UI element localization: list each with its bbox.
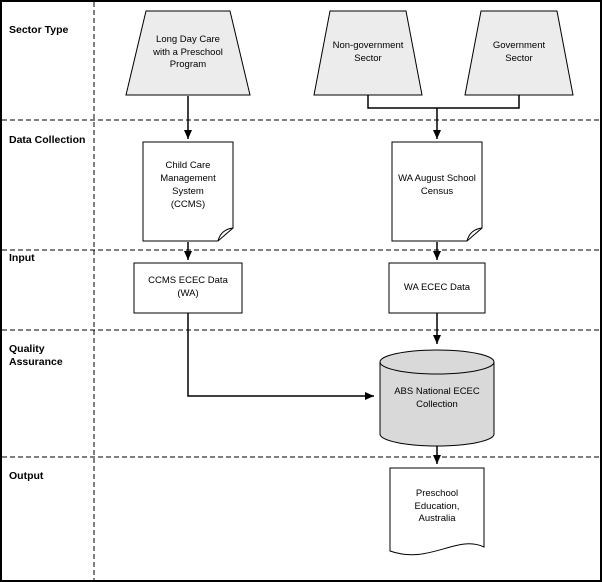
connector-sectors-bracket: [367, 95, 520, 109]
trapezoid-long-day-care: [125, 10, 251, 96]
row-label-data-collection: Data Collection: [9, 134, 86, 146]
document-ccms: [142, 141, 234, 242]
rectangle-wa-ecec-data: [388, 262, 486, 314]
document-ccms-corner-curl: [217, 227, 234, 242]
row-label-sector-type: Sector Type: [9, 24, 69, 36]
trapezoid-non-government-sector: [313, 10, 423, 96]
cylinder-abs-collection-body: [379, 362, 495, 447]
row-label-output: Output: [9, 470, 44, 482]
cylinder-abs-collection-top: [379, 349, 495, 375]
trapezoid-government-sector: [464, 10, 574, 96]
document-wa-census-corner-curl: [466, 227, 483, 242]
document-wa-census: [391, 141, 483, 242]
arrow-ccms-input-to-db: [187, 313, 374, 400]
rectangle-ccms-ecec-data: [133, 262, 243, 314]
document-preschool-education: [389, 467, 485, 556]
row-label-input: Input: [9, 252, 35, 264]
row-label-quality-assurance: Quality Assurance: [9, 343, 63, 369]
